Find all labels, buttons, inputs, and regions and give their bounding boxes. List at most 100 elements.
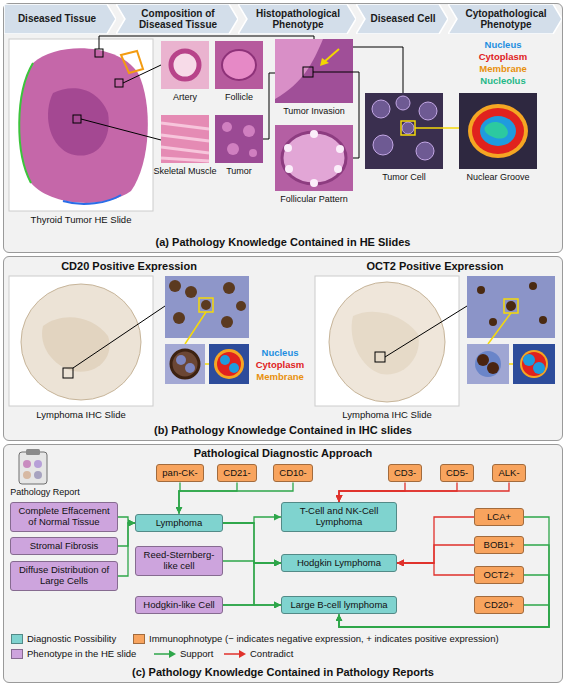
support-arrow — [179, 482, 237, 513]
immuno-box: pan-CK- — [156, 464, 203, 483]
diagnosis-box: Lymphoma — [135, 514, 223, 533]
phenotype-box: Diffuse Distribution of Large Cells — [10, 561, 118, 591]
region-outline — [121, 51, 143, 73]
cell-zoom — [165, 344, 205, 384]
cell — [336, 145, 344, 153]
leader-line — [123, 65, 161, 83]
figure-label: Thyroid Tumor HE Slide — [31, 214, 132, 225]
figure-label: Nuclear Groove — [466, 172, 529, 183]
phenotype-box: Stromal Fibrosis — [10, 537, 118, 556]
box-text: Stromal Fibrosis — [16, 541, 112, 552]
legend-item: Support — [154, 648, 213, 659]
nucleus-mask — [229, 363, 239, 373]
zoom-square — [303, 67, 313, 77]
legend-item: Immunophnotype (− indicates negative exp… — [133, 633, 499, 644]
legend-text: Diagnostic Possibility — [27, 633, 116, 644]
box-text: BOB1+ — [480, 540, 518, 551]
lymph-node-section — [21, 284, 141, 400]
box-text: Hodgkin-like Cell — [141, 600, 217, 611]
support-arrow — [179, 482, 293, 513]
stained-cell — [171, 350, 199, 378]
stage-chevron: Composition of Diseased Tissue — [116, 4, 238, 34]
legend-text: Phenotype in the HE slide — [27, 648, 136, 659]
stained-nucleus — [477, 354, 489, 366]
positive-cell — [185, 286, 197, 298]
figure-label: Tumor — [226, 166, 252, 177]
clipboard-icon — [19, 452, 47, 484]
legend-arrow — [239, 650, 246, 658]
nucleus-mask — [523, 354, 535, 366]
leader-line — [488, 313, 511, 344]
cytoplasm-mask — [472, 108, 524, 154]
leader-line — [415, 127, 459, 129]
stage-chevron: Histopathological Phenotype — [238, 4, 356, 34]
legend-arrow — [224, 653, 240, 655]
cell — [416, 142, 434, 160]
legend-arrow — [154, 653, 170, 655]
cytoplasm-mask — [522, 352, 546, 376]
zoom-square — [115, 79, 123, 87]
cell — [419, 102, 437, 120]
contradict-arrow — [339, 482, 509, 502]
region-outline — [19, 63, 33, 183]
membrane-mask — [520, 350, 548, 378]
leader-line — [205, 363, 209, 365]
cell — [372, 100, 390, 118]
stage-label: Histopathological Phenotype — [250, 8, 346, 30]
tumor-follicle — [243, 125, 255, 137]
box-text: CD5- — [446, 468, 468, 479]
stage-chevron: Diseased Tissue — [4, 4, 116, 34]
contradict-arrow — [397, 545, 474, 563]
phenotype-box: Hodgkin-like Cell — [135, 596, 223, 615]
tumor-follicle — [249, 149, 257, 157]
positive-cell — [539, 316, 547, 324]
box-text: pan-CK- — [162, 468, 197, 479]
figure-label: Follicular Pattern — [280, 194, 348, 205]
box-text: CD20+ — [480, 600, 518, 611]
chevron-shape — [4, 4, 116, 34]
positive-cell — [201, 300, 211, 310]
nucleolus-mask — [484, 122, 507, 139]
figure-label: OCT2 Positive Expression — [367, 260, 504, 273]
nuclear-groove-image — [459, 93, 537, 169]
clipboard-image — [23, 471, 31, 479]
legend-text: Immunophnotype (− indicates negative exp… — [149, 633, 499, 644]
nucleus-mask — [480, 116, 516, 146]
support-arrow — [223, 523, 281, 563]
legend-arrow — [224, 650, 246, 658]
positive-cell — [173, 312, 185, 324]
leader-line — [353, 47, 403, 93]
positive-cell — [169, 280, 181, 292]
leader-line — [263, 73, 275, 139]
leader-line — [509, 363, 513, 365]
support-arrow — [118, 517, 135, 523]
box-text: CD21- — [223, 468, 250, 479]
legend-arrow — [154, 650, 176, 658]
tissue-region — [42, 317, 110, 371]
figure-label: Nucleus — [262, 347, 299, 358]
nucleus — [176, 355, 186, 365]
box-text: Complete Effacement of Normal Tissue — [16, 506, 112, 528]
stage-chevron: Diseased Cell — [356, 4, 448, 34]
box-text: LCA+ — [480, 512, 518, 523]
legend-item: Diagnostic Possibility — [11, 633, 116, 644]
panel-caption: (c) Pathology Knowledge Contained in Pat… — [132, 666, 434, 679]
slide-frame — [9, 39, 153, 211]
figure-label: CD20 Positive Expression — [61, 260, 197, 273]
box-text: Lymphoma — [141, 518, 217, 529]
box-text: Hodgkin Lymphoma — [287, 558, 391, 569]
figure-label: Artery — [173, 92, 197, 103]
figure-label: Nucleus — [485, 39, 522, 50]
support-arrow — [118, 523, 135, 576]
invasion-image — [275, 39, 353, 103]
panel-ground — [3, 3, 563, 253]
immuno-box: BOB1+ — [474, 536, 524, 555]
slide-frame — [9, 276, 153, 406]
chevron-shape — [356, 4, 448, 34]
chevron-shape — [238, 4, 356, 34]
figure-label: Nucleolus — [480, 75, 525, 86]
stained-nucleus — [487, 362, 499, 374]
follicle — [282, 132, 346, 184]
cd20-zoom — [165, 276, 249, 338]
cytoplasm-mask — [217, 352, 241, 376]
